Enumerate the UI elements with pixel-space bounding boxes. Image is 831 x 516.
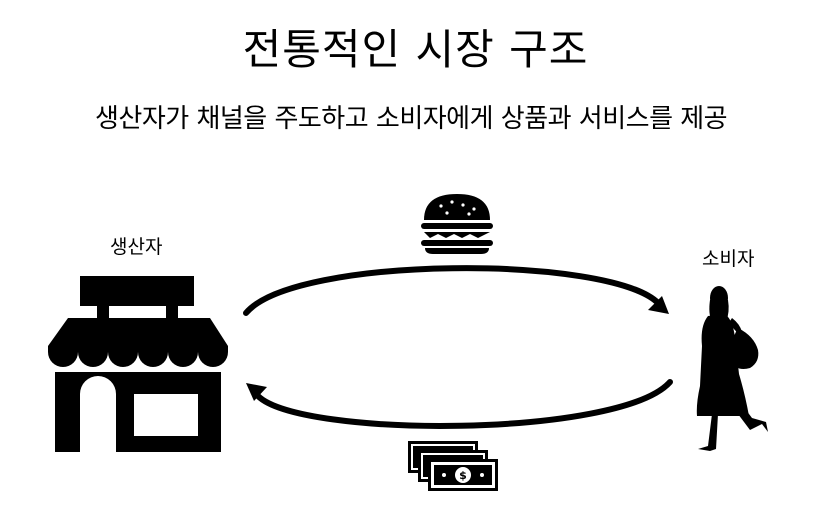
arrow-to-producer — [246, 379, 673, 429]
diagram-subtitle: 생산자가 채널을 주도하고 소비자에게 상품과 서비스를 제공 — [95, 104, 728, 134]
svg-text:$: $ — [459, 469, 467, 482]
consumer-label: 소비자 — [702, 248, 755, 270]
woman-walking-icon — [696, 286, 768, 451]
store-icon — [48, 276, 228, 452]
arrow-to-consumer — [243, 265, 669, 316]
producer-label: 생산자 — [110, 236, 163, 258]
money-stack-icon: $ — [408, 441, 498, 491]
burger-icon — [421, 194, 493, 254]
diagram-title: 전통적인 시장 구조 — [242, 25, 589, 74]
